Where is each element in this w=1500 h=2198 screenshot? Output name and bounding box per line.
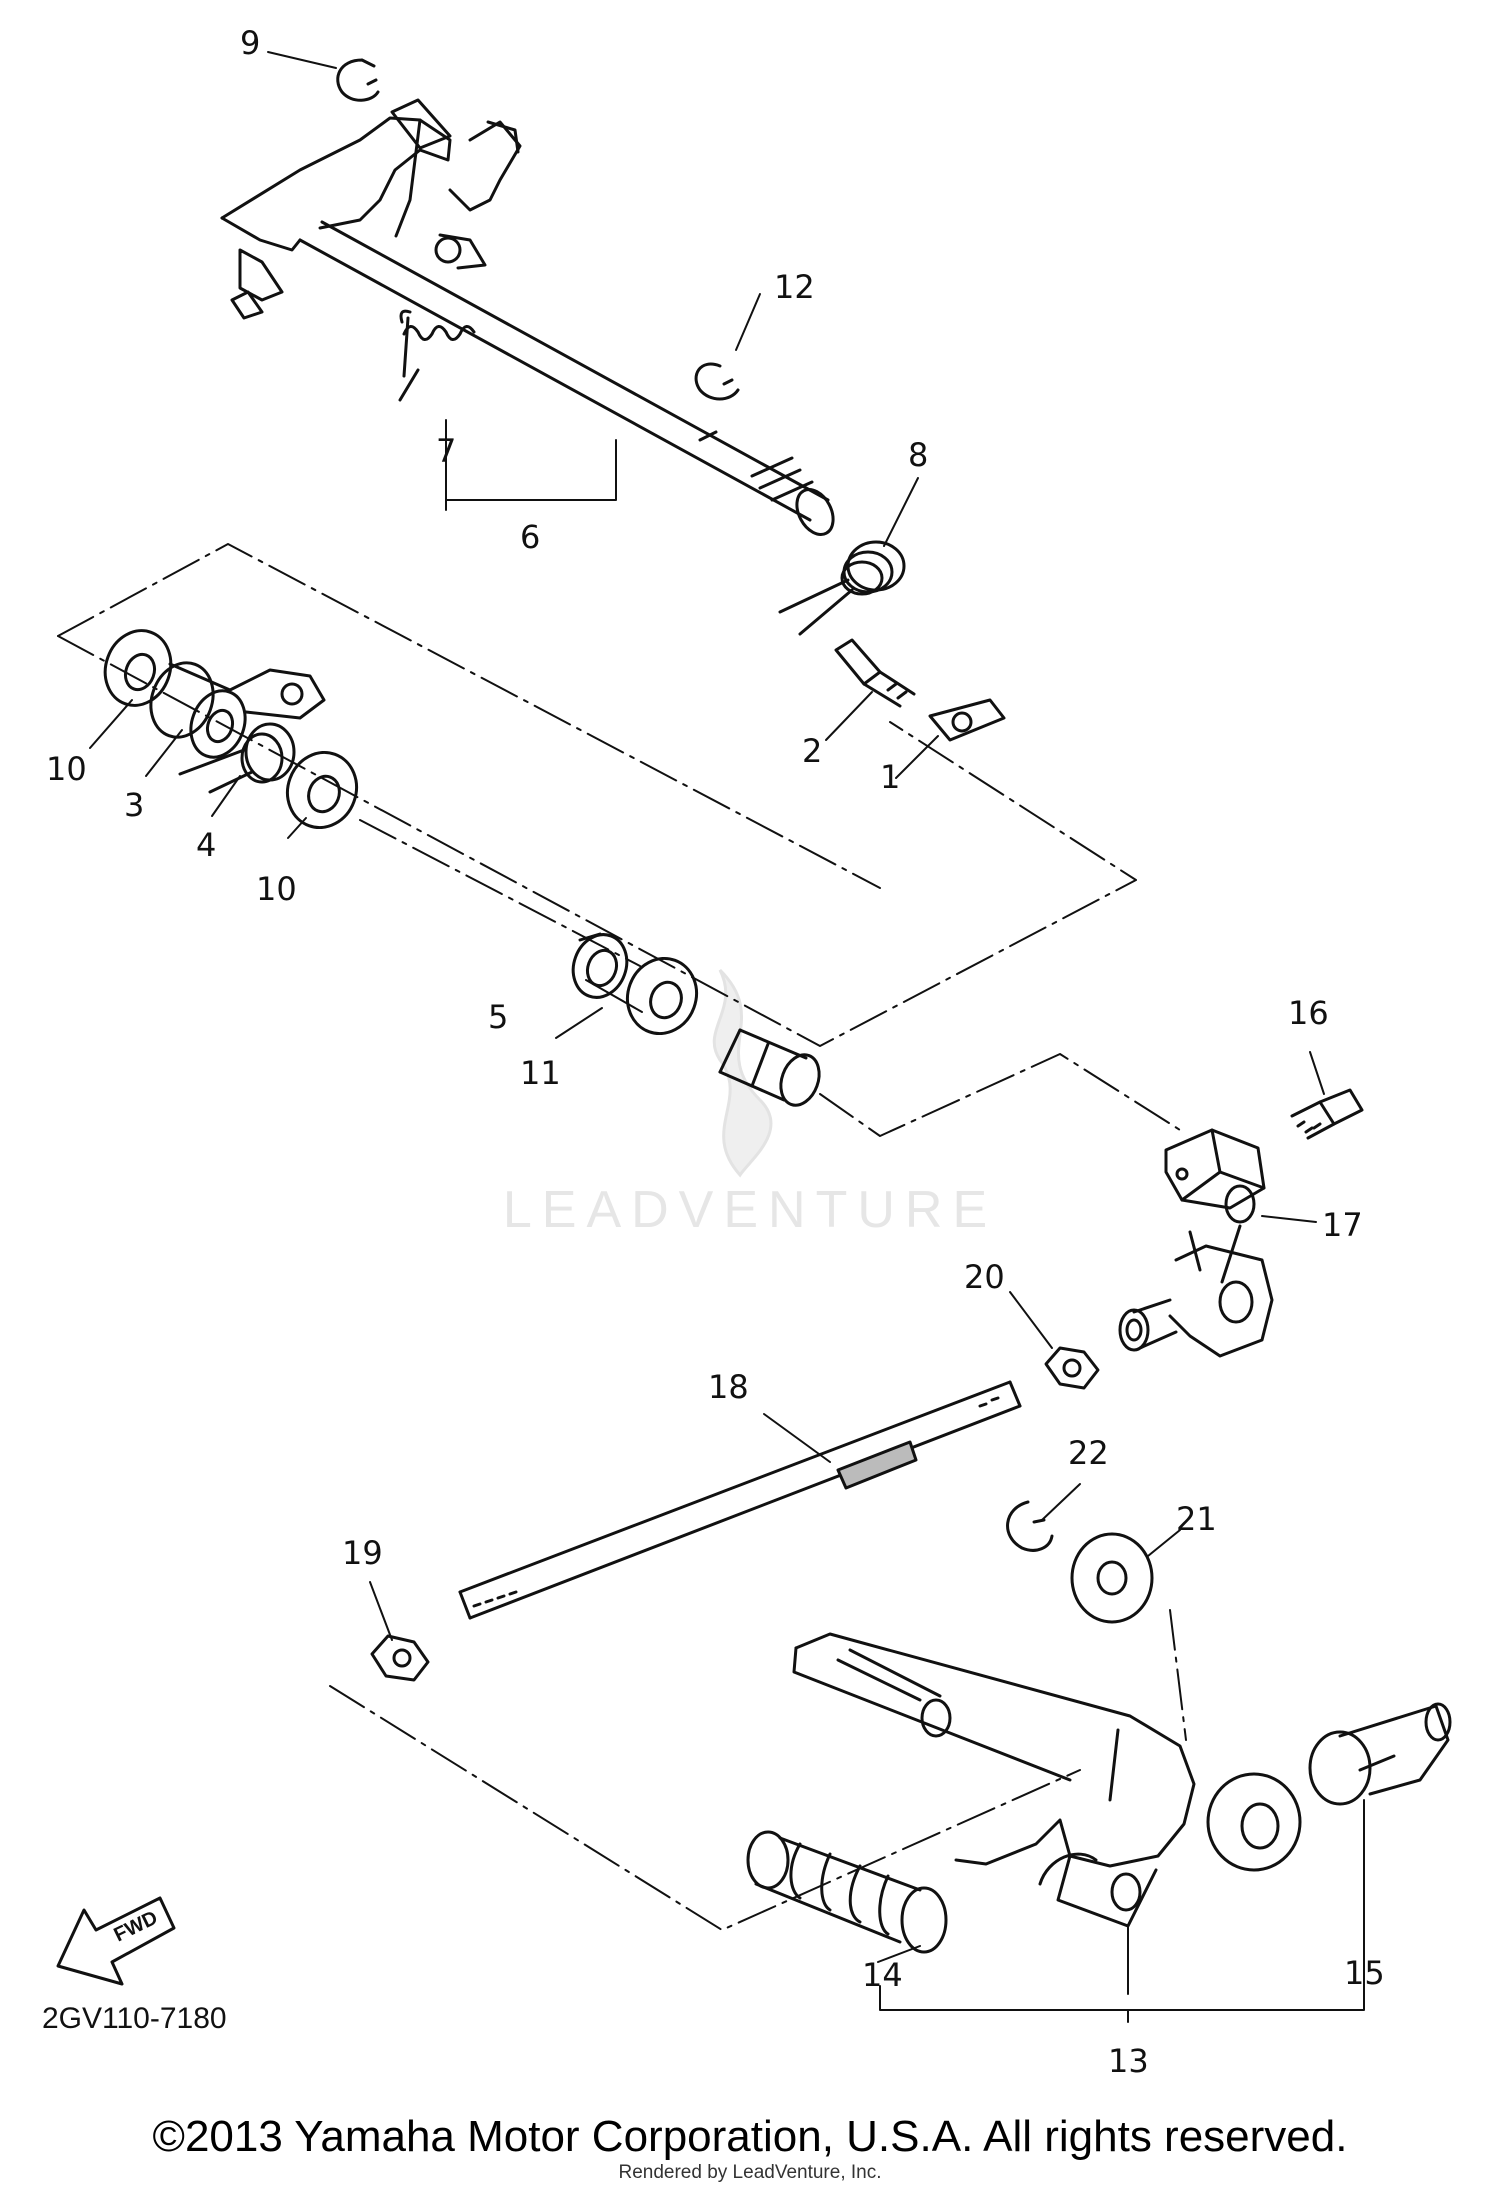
callout-4: 4 — [196, 826, 216, 864]
oil-seal-5 — [571, 932, 629, 999]
callout-9: 9 — [240, 24, 260, 62]
callout-11: 11 — [520, 1054, 561, 1092]
callout-14: 14 — [862, 1956, 903, 1994]
callout-13: 13 — [1108, 2042, 1149, 2080]
washer-10-right — [286, 750, 358, 830]
callout-20: 20 — [964, 1258, 1005, 1296]
callout-3: 3 — [124, 786, 144, 824]
callout-12: 12 — [774, 268, 815, 306]
shift-pedal-13 — [792, 1632, 1302, 1928]
pedal-rubber-14 — [746, 1830, 948, 1954]
shift-rod-18 — [458, 1380, 1022, 1620]
callout-1: 1 — [880, 758, 900, 796]
leadventure-logo-icon — [712, 968, 773, 1178]
callout-8: 8 — [908, 436, 928, 474]
spring-4 — [178, 722, 296, 794]
washer-11 — [626, 956, 698, 1036]
forward-arrow-icon: FWD — [56, 1896, 176, 1986]
nut-20 — [1044, 1346, 1100, 1390]
callout-5: 5 — [488, 998, 508, 1036]
collar — [718, 1028, 821, 1107]
copyright-notice: ©2013 Yamaha Motor Corporation, U.S.A. A… — [152, 2112, 1348, 2161]
shift-shaft[interactable] — [298, 220, 840, 541]
callout-21: 21 — [1176, 1500, 1217, 1538]
callout-22: 22 — [1068, 1434, 1109, 1472]
shift-shaft-spring — [398, 309, 476, 402]
torsion-spring-8 — [778, 540, 906, 636]
assembly-outline-upper — [57, 543, 1137, 1047]
bolt-2 — [834, 638, 916, 708]
callout-6: 6 — [520, 518, 540, 556]
shift-guide-3 — [149, 661, 326, 759]
shift-arm — [220, 98, 522, 320]
callout-7: 7 — [436, 432, 456, 470]
renderer-credit: Rendered by LeadVenture, Inc. — [618, 2162, 882, 2183]
callout-16: 16 — [1288, 994, 1329, 1032]
callout-10-left: 10 — [46, 750, 87, 788]
circlip-22 — [1006, 1500, 1054, 1552]
callout-10-right: 10 — [256, 870, 297, 908]
link-outline — [819, 1053, 1181, 1137]
nut-19 — [370, 1634, 430, 1682]
callout-2: 2 — [802, 732, 822, 770]
stopper-plate-1 — [928, 698, 1006, 742]
diagram-reference-code: 2GV110-7180 — [42, 2002, 227, 2035]
washer-21 — [1070, 1532, 1154, 1624]
pin-15 — [1308, 1702, 1452, 1806]
assembly-outline-lower — [329, 1609, 1187, 1931]
leader-lines — [89, 51, 1365, 2023]
callout-17: 17 — [1322, 1206, 1363, 1244]
circlip-12 — [694, 362, 740, 401]
circlip-9 — [336, 58, 380, 102]
callout-18: 18 — [708, 1368, 749, 1406]
callout-15: 15 — [1344, 1954, 1385, 1992]
bolt-16 — [1290, 1088, 1364, 1140]
washer-10-left — [103, 629, 173, 707]
watermark: LEADVENTURE — [502, 1181, 998, 1239]
callout-19: 19 — [342, 1534, 383, 1572]
rod-end-17 — [1118, 1128, 1274, 1358]
